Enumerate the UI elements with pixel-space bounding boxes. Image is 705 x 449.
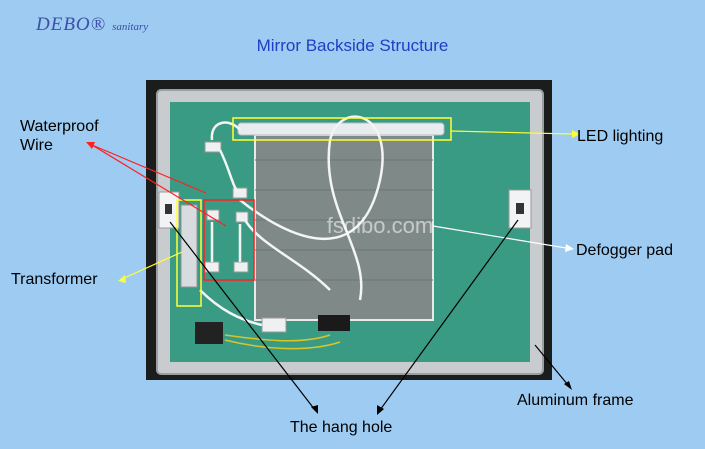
label-defogger-pad: Defogger pad: [576, 242, 673, 259]
wire-leader-2: [91, 144, 227, 227]
wire-callout-box: [203, 199, 255, 281]
switch-box: [195, 322, 223, 344]
label-aluminum-frame: Aluminum frame: [517, 392, 634, 409]
label-led-lighting: LED lighting: [577, 128, 664, 145]
brand-sub: sanitary: [112, 21, 149, 33]
watermark: fsdibo.com: [327, 213, 433, 238]
diagram-title: Mirror Backside Structure: [256, 36, 449, 55]
brand-name: DEBO®: [36, 14, 107, 35]
led-callout-box: [232, 117, 452, 141]
led-bar-shape: [237, 122, 445, 136]
hang-hole-leader-left: [169, 221, 316, 411]
aluminum-leader: [534, 344, 569, 386]
transformer-leader: [121, 251, 183, 280]
transformer-callout-box: [176, 199, 202, 307]
label-hang-hole: The hang hole: [290, 419, 393, 436]
label-waterproof-line2: Wire: [20, 137, 53, 154]
hang-hole-leader-right: [379, 219, 519, 411]
defogger-leader: [432, 225, 567, 249]
label-waterproof-line1: Waterproof: [20, 118, 99, 135]
label-waterproof-wire: Waterproof Wire: [20, 117, 99, 155]
led-leader: [450, 130, 573, 135]
label-transformer: Transformer: [11, 271, 98, 288]
wire-leader-1: [91, 144, 207, 194]
brand-logo: DEBO® sanitary: [36, 14, 148, 36]
